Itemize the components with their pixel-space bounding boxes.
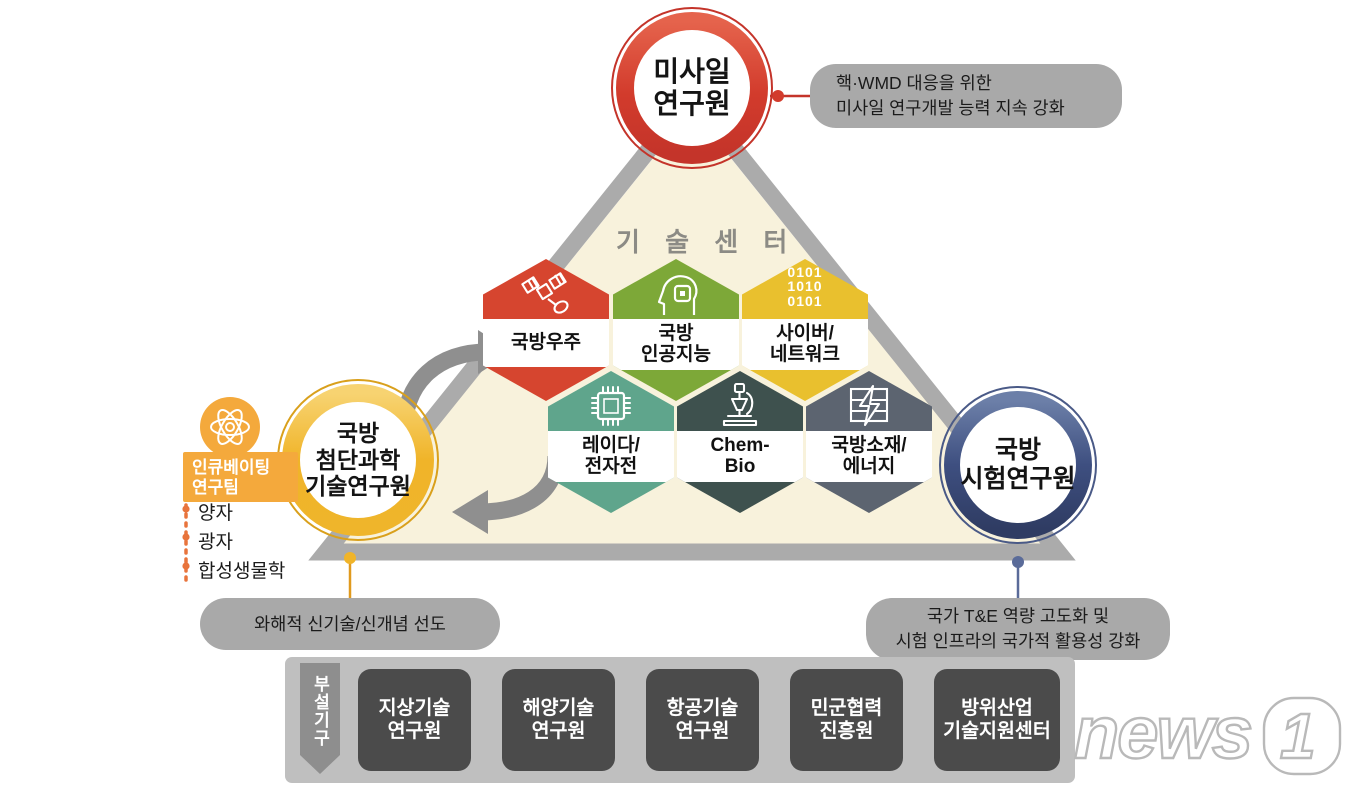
affiliated-org-2-line1: 항공기술 (666, 696, 739, 719)
affiliated-org-0-line2: 연구원 (387, 720, 442, 742)
node-advanced-label-2: 첨단과학 (315, 446, 401, 473)
node-advanced-label-3: 기술연구원 (305, 473, 411, 500)
connector-right (1012, 556, 1024, 600)
satellite-icon (483, 259, 609, 319)
affiliated-org-3[interactable]: 민군협력 진흥원 (790, 669, 903, 771)
center-title: 기 술 센 터 (616, 227, 797, 257)
right-node-ring (944, 391, 1092, 539)
hex-cyber-network-label: 사이버/ 네트워크 (742, 319, 868, 370)
atom-icon-wrap (199, 396, 261, 463)
affiliated-org-3-line2: 진흥원 (819, 720, 874, 742)
incubating-team-badge[interactable]: 인큐베이팅 연구팀 (183, 452, 298, 502)
top-node-outline (611, 7, 773, 169)
callout-top: 핵·WMD 대응을 위한 미사일 연구개발 능력 지속 강화 (810, 64, 1122, 128)
affiliated-orgs-label: 부설기구 (310, 675, 330, 747)
node-test-label-2: 시험연구원 (960, 465, 1076, 493)
hex-label-line2: 전자전 (584, 456, 638, 478)
atom-icon (200, 397, 260, 457)
callout-top-line1: 핵·WMD 대응을 위한 (836, 73, 992, 94)
hex-label-line1: 사이버/ (776, 323, 834, 344)
affiliated-org-2-line2: 연구원 (675, 720, 730, 742)
binary-row-2: 0101 (787, 292, 823, 309)
affiliated-org-1-line2: 연구원 (531, 720, 586, 742)
microscope-icon (677, 371, 803, 431)
node-missile-research[interactable]: 미사일 연구원 (634, 30, 750, 146)
right-node-outline (939, 386, 1097, 544)
affiliated-org-1[interactable]: 해양기술 연구원 (502, 669, 615, 771)
callout-left-line1: 와해적 신기술/신개념 선도 (254, 613, 446, 634)
brain-chip-icon (613, 259, 739, 319)
callout-left: 와해적 신기술/신개념 선도 (200, 598, 500, 650)
callout-top-line2: 미사일 연구개발 능력 지속 강화 (836, 98, 1065, 118)
binary-row-1: 1010 (787, 278, 823, 295)
binary-row-0: 0101 (787, 264, 823, 280)
callout-right-line2: 시험 인프라의 국가적 활용성 강화 (895, 631, 1141, 651)
callout-right-line1: 국가 T&E 역량 고도화 및 (926, 606, 1110, 627)
node-missile-label-1: 미사일 (653, 55, 731, 87)
affiliated-org-0[interactable]: 지상기술 연구원 (358, 669, 471, 771)
node-test-research[interactable]: 국방 시험연구원 (960, 407, 1076, 523)
hex-label-line2: 네트워크 (770, 344, 840, 366)
top-node-ring (616, 12, 768, 164)
hex-label-line1: Chem- (710, 435, 770, 456)
affiliated-org-4-line2: 기술지원센터 (943, 720, 1051, 742)
hex-defense-ai-label: 국방 인공지능 (613, 319, 739, 370)
hex-radar-ew-label: 레이다/ 전자전 (548, 431, 674, 482)
incubating-bullet-rail (182, 503, 190, 582)
affiliated-org-0-line1: 지상기술 (378, 696, 451, 719)
news1-watermark: news 1 (1068, 686, 1348, 791)
chip-icon (548, 371, 674, 431)
energy-bolt-icon (806, 371, 932, 431)
incubating-item-2: 합성생물학 (198, 561, 286, 582)
hex-label-line2: 인공지능 (641, 344, 711, 366)
affiliated-org-3-line1: 민군협력 (810, 696, 883, 719)
node-advanced-science[interactable]: 국방 첨단과학 기술연구원 (300, 402, 416, 518)
hex-chem-bio-label: Chem- Bio (677, 431, 803, 482)
hex-label-line1: 국방소재/ (831, 435, 907, 456)
incubating-item-1: 광자 (198, 532, 233, 553)
node-advanced-label-1: 국방 (336, 419, 380, 446)
node-missile-label-2: 연구원 (653, 88, 731, 119)
affiliated-org-4[interactable]: 방위산업 기술지원센터 (934, 669, 1060, 771)
svg-text:1: 1 (1280, 700, 1316, 772)
node-test-label-1: 국방 (994, 436, 1041, 464)
callout-right: 국가 T&E 역량 고도화 및 시험 인프라의 국가적 활용성 강화 (866, 598, 1170, 660)
affiliated-org-2[interactable]: 항공기술 연구원 (646, 669, 759, 771)
hex-label-line1: 국방 (658, 323, 694, 344)
connector-top (770, 90, 812, 102)
affiliated-org-1-line1: 해양기술 (522, 696, 595, 719)
hex-label-line1: 레이다/ (582, 435, 640, 456)
incubating-item-0: 양자 (198, 503, 233, 524)
svg-text:news: news (1074, 691, 1251, 774)
hex-defense-space-label: 국방우주 (483, 319, 609, 367)
hex-materials-energy-label: 국방소재/ 에너지 (806, 431, 932, 482)
affiliated-label-arrow (300, 663, 340, 774)
hex-label-line1: 국방우주 (511, 332, 581, 354)
affiliated-org-4-line1: 방위산업 (961, 696, 1033, 719)
hex-label-line2: 에너지 (842, 456, 896, 478)
incubating-label-2: 연구팀 (192, 478, 239, 498)
incubating-label-1: 인큐베이팅 (192, 458, 271, 477)
connector-left (344, 552, 356, 598)
hex-label-line2: Bio (724, 456, 756, 478)
binary-icon: 0101 1010 0101 (742, 259, 868, 319)
